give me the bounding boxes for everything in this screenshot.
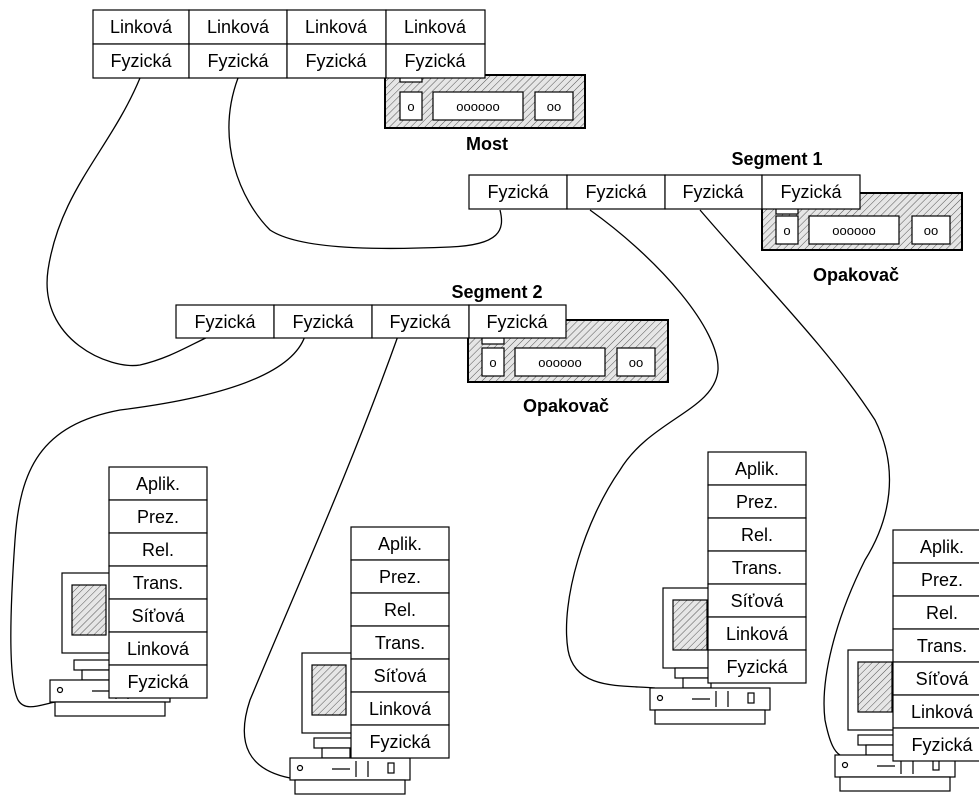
layer-trans: Trans. xyxy=(917,636,967,656)
layer-sitova: Síťová xyxy=(374,666,428,686)
segment2-panel-ports-six: oooooo xyxy=(538,355,581,370)
pc1-stack: Aplik. Prez. Rel. Trans. Síťová Linková … xyxy=(108,466,208,699)
desktop-case-icon xyxy=(289,757,411,795)
bridge-layer-fyzicka: Fyzická xyxy=(110,51,172,71)
layer-aplik: Aplik. xyxy=(136,474,180,494)
segment1-panel-port-single: o xyxy=(783,223,790,238)
computer-pc3: Aplik. Prez. Rel. Trans. Síťová Linková … xyxy=(649,451,807,725)
segment2-port-fyzicka: Fyzická xyxy=(486,312,548,332)
layer-sitova: Síťová xyxy=(916,669,970,689)
segment1-port-fyzicka: Fyzická xyxy=(780,182,842,202)
desktop-case-icon xyxy=(649,687,771,725)
segment1-panel-ports-six: oooooo xyxy=(832,223,875,238)
layer-linkova: Linková xyxy=(369,699,432,719)
cable-bridge-to-segment1 xyxy=(228,77,503,250)
monitor-icon xyxy=(301,652,359,759)
layer-fyzicka: Fyzická xyxy=(127,672,189,692)
pc4-stack: Aplik. Prez. Rel. Trans. Síťová Linková … xyxy=(892,529,979,762)
layer-prez: Prez. xyxy=(379,567,421,587)
pc2-stack: Aplik. Prez. Rel. Trans. Síťová Linková … xyxy=(350,526,450,759)
segment1-caption: Segment 1 xyxy=(731,149,822,169)
segment2-port-fyzicka: Fyzická xyxy=(292,312,354,332)
bridge-panel-port-single: o xyxy=(407,99,414,114)
bridge-device: o oooooo oo xyxy=(384,74,586,129)
layer-aplik: Aplik. xyxy=(735,459,779,479)
segment2-repeater-device: o oooooo oo xyxy=(467,319,669,383)
cable-segment1-to-pc4 xyxy=(699,209,891,756)
layer-fyzicka: Fyzická xyxy=(726,657,788,677)
segment1-port-fyzicka: Fyzická xyxy=(585,182,647,202)
bridge-layer-linkova: Linková xyxy=(305,17,368,37)
layer-aplik: Aplik. xyxy=(920,537,964,557)
monitor-icon xyxy=(61,572,119,681)
segment2-port-fyzicka: Fyzická xyxy=(194,312,256,332)
layer-trans: Trans. xyxy=(732,558,782,578)
layer-linkova: Linková xyxy=(726,624,789,644)
segment2-panel-port-single: o xyxy=(489,355,496,370)
layer-rel: Rel. xyxy=(384,600,416,620)
segment2-caption: Segment 2 xyxy=(451,282,542,302)
layer-linkova: Linková xyxy=(911,702,974,722)
layer-prez: Prez. xyxy=(137,507,179,527)
bridge-layer-linkova: Linková xyxy=(404,17,467,37)
cable-bridge-to-segment2 xyxy=(46,77,211,367)
bridge-layer-fyzicka: Fyzická xyxy=(207,51,269,71)
segment1-repeater-device: o oooooo oo xyxy=(761,192,963,251)
segment1-repeater-caption: Opakovač xyxy=(813,265,899,285)
computer-pc1: Aplik. Prez. Rel. Trans. Síťová Linková … xyxy=(49,466,208,717)
segment2-panel-ports-two: oo xyxy=(629,355,643,370)
cable-segment2-to-pc1 xyxy=(10,335,306,708)
layer-prez: Prez. xyxy=(736,492,778,512)
bridge-layer-linkova: Linková xyxy=(110,17,173,37)
computer-pc4: Aplik. Prez. Rel. Trans. Síťová Linková … xyxy=(834,529,979,792)
cables xyxy=(10,77,891,779)
layer-fyzicka: Fyzická xyxy=(911,735,973,755)
layer-sitova: Síťová xyxy=(132,606,186,626)
layer-fyzicka: Fyzická xyxy=(369,732,431,752)
layer-trans: Trans. xyxy=(375,633,425,653)
bridge-layer-table: Linková Linková Linková Linková Fyzická … xyxy=(92,9,486,79)
layer-rel: Rel. xyxy=(741,525,773,545)
segment2-layer-row: Fyzická Fyzická Fyzická Fyzická xyxy=(175,304,567,339)
layer-rel: Rel. xyxy=(926,603,958,623)
cable-segment1-to-pc3 xyxy=(565,209,719,689)
layer-prez: Prez. xyxy=(921,570,963,590)
pc3-stack: Aplik. Prez. Rel. Trans. Síťová Linková … xyxy=(707,451,807,684)
bridge-layer-linkova: Linková xyxy=(207,17,270,37)
segment1-port-fyzicka: Fyzická xyxy=(487,182,549,202)
layer-rel: Rel. xyxy=(142,540,174,560)
bridge-panel-ports-two: oo xyxy=(547,99,561,114)
layer-trans: Trans. xyxy=(133,573,183,593)
bridge-layer-fyzicka: Fyzická xyxy=(404,51,466,71)
segment2-port-fyzicka: Fyzická xyxy=(389,312,451,332)
cable-segment2-to-pc2 xyxy=(243,335,399,779)
bridge-layer-fyzicka: Fyzická xyxy=(305,51,367,71)
desktop-case-icon xyxy=(834,754,956,792)
layer-linkova: Linková xyxy=(127,639,190,659)
segment1-layer-row: Fyzická Fyzická Fyzická Fyzická xyxy=(468,174,861,210)
computer-pc2: Aplik. Prez. Rel. Trans. Síťová Linková … xyxy=(289,526,450,795)
bridge-panel-ports-six: oooooo xyxy=(456,99,499,114)
segment2-repeater-caption: Opakovač xyxy=(523,396,609,416)
segment1-panel-ports-two: oo xyxy=(924,223,938,238)
layer-sitova: Síťová xyxy=(731,591,785,611)
layer-aplik: Aplik. xyxy=(378,534,422,554)
segment1-port-fyzicka: Fyzická xyxy=(682,182,744,202)
monitor-icon xyxy=(847,649,903,756)
bridge-caption: Most xyxy=(466,134,508,154)
